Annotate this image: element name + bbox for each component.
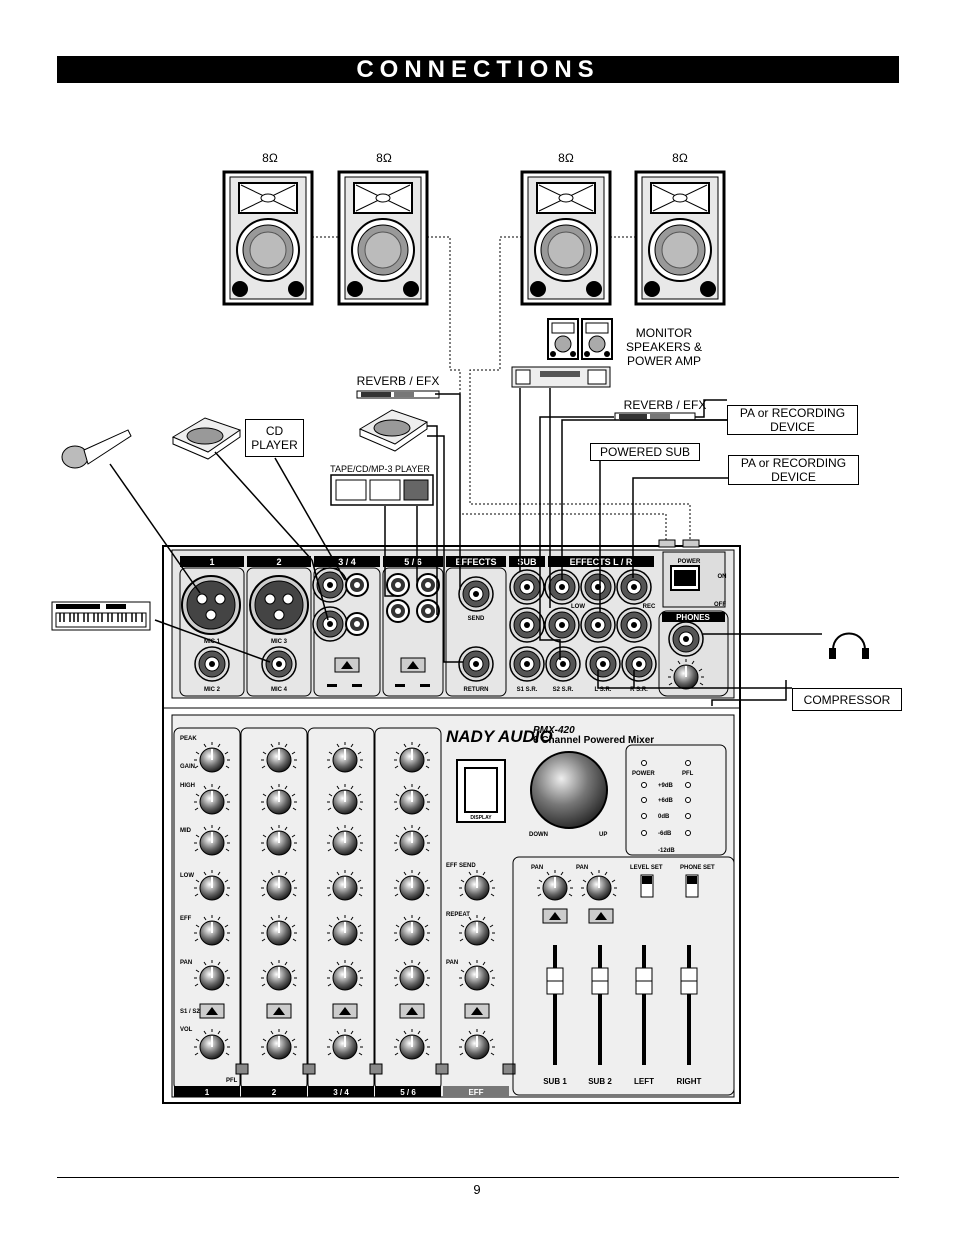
reverb-efx-label-right: REVERB / EFX	[623, 398, 707, 412]
jack-label-mic4: MIC 4	[271, 687, 288, 693]
strip-label-peak: PEAK	[180, 736, 197, 742]
pan-label-sub2: PAN	[576, 865, 588, 871]
jack-label-r-sr: R S.R.	[630, 687, 648, 693]
input-header-effects: EFFECTS	[455, 557, 496, 567]
monitor-speakers-label: MONITOR SPEAKERS & POWER AMP	[625, 326, 703, 368]
phones-label: PHONES	[676, 613, 710, 622]
jack-label-return: RETURN	[464, 687, 489, 693]
strip-label-pan: PAN	[180, 960, 192, 966]
knob-up-label: UP	[599, 832, 607, 838]
strip-label-gain: GAIN	[180, 764, 195, 770]
jack-label-rec: REC	[643, 604, 656, 610]
input-header-2: 2	[276, 557, 281, 567]
strip-label-pfl: PFL	[226, 1078, 238, 1084]
power-on-label: ON	[718, 574, 727, 580]
model-description: 6 Channel Powered Mixer	[533, 735, 654, 746]
jack-label-l-sr: L S.R.	[595, 687, 612, 693]
strip-label-high: HIGH	[180, 783, 195, 789]
phone-set-label: PHONE SET	[680, 865, 715, 871]
input-header-1: 1	[209, 557, 214, 567]
meter-label-minus6db: -6dB	[658, 831, 672, 837]
page-title: CONNECTIONS	[57, 56, 899, 83]
level-set-label: LEVEL SET	[630, 865, 663, 871]
meter-label-minus12db: -12dB	[658, 848, 675, 854]
channel-footer-eff: EFF	[468, 1088, 483, 1097]
strip-label-low: LOW	[180, 873, 194, 879]
input-header-sub: SUB	[517, 557, 537, 567]
power-label: POWER	[678, 559, 701, 565]
jack-label-mic3: MIC 3	[271, 639, 288, 645]
pa-recording-device-box-2: PA or RECORDING DEVICE	[728, 455, 859, 485]
impedance-label-3: 8Ω	[558, 151, 574, 165]
input-header-5-6: 5 / 6	[404, 557, 422, 567]
model-name: PMX-420	[533, 725, 575, 736]
fader-label-sub1: SUB 1	[543, 1077, 567, 1086]
fader-label-sub2: SUB 2	[588, 1077, 612, 1086]
jack-label-send: SEND	[468, 616, 485, 622]
knob-down-label: DOWN	[529, 832, 548, 838]
strip-label-eff: EFF	[180, 916, 192, 922]
meter-label-pfl: PFL	[682, 771, 694, 777]
pan-label-sub1: PAN	[531, 865, 543, 871]
channel-footer-5-6: 5 / 6	[400, 1088, 416, 1097]
powered-sub-box: POWERED SUB	[590, 443, 700, 461]
channel-footer-2: 2	[272, 1088, 277, 1097]
channel-footer-1: 1	[205, 1088, 210, 1097]
brand-name: NADY AUDIO	[446, 727, 553, 746]
eff-label-send: EFF SEND	[446, 863, 476, 869]
impedance-label-1: 8Ω	[262, 151, 278, 165]
meter-label-0db: 0dB	[658, 814, 670, 820]
jack-label-s1-sr: S1 S.R.	[517, 687, 538, 693]
strip-label-vol: VOL	[180, 1027, 193, 1033]
display-label: DISPLAY	[470, 815, 492, 821]
strip-label-s1-s2: S1 / S2	[180, 1009, 200, 1015]
eff-label-pan: PAN	[446, 960, 458, 966]
footer-rule	[57, 1177, 899, 1178]
compressor-box: COMPRESSOR	[792, 688, 902, 711]
fader-label-left: LEFT	[634, 1077, 654, 1086]
channel-footer-3-4: 3 / 4	[333, 1088, 349, 1097]
jack-label-mic1: MIC 1	[204, 639, 221, 645]
strip-label-mid: MID	[180, 828, 192, 834]
page-number: 9	[473, 1182, 481, 1197]
meter-label-power: POWER	[632, 771, 655, 777]
jack-label-low: LOW	[571, 604, 585, 610]
jack-label-mic2: MIC 2	[204, 687, 221, 693]
power-off-label: OFF	[714, 602, 726, 608]
pa-recording-device-box-1: PA or RECORDING DEVICE	[727, 405, 858, 435]
cd-player-box: CD PLAYER	[245, 419, 304, 457]
impedance-label-2: 8Ω	[376, 151, 392, 165]
meter-label-9db: +9dB	[658, 783, 674, 789]
meter-label-6db: +6dB	[658, 798, 674, 804]
input-header-3-4: 3 / 4	[338, 557, 356, 567]
eff-label-repeat: REPEAT	[446, 912, 470, 918]
impedance-label-4: 8Ω	[672, 151, 688, 165]
tape-player-label: TAPE/CD/MP-3 PLAYER	[330, 464, 430, 474]
fader-label-right: RIGHT	[677, 1077, 702, 1086]
input-header-effects-lr: EFFECTS L / R	[570, 557, 633, 567]
jack-label-s2-sr: S2 S.R.	[553, 687, 574, 693]
reverb-efx-label-left: REVERB / EFX	[356, 374, 440, 388]
